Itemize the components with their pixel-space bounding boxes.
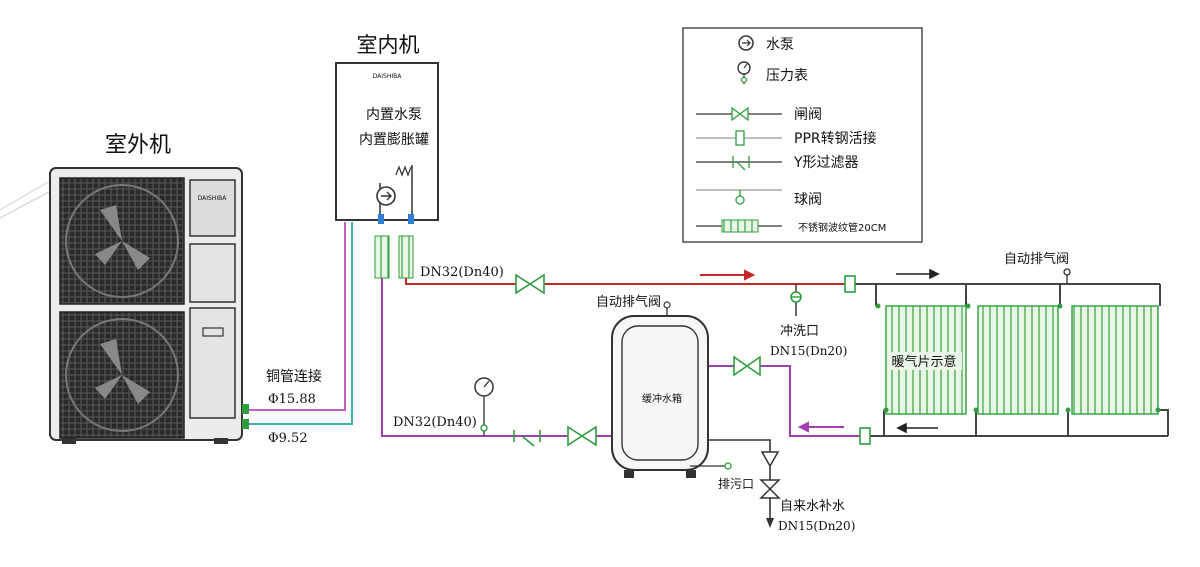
legend: 水泵 压力表 闸阀 PPR转钢活接 Y形过滤器 <box>682 27 923 243</box>
supply-pipe-label: DN32(Dn40) <box>420 265 504 280</box>
outdoor-handle <box>202 327 224 337</box>
tank-drain-valve <box>690 462 732 470</box>
makeup-check-valve <box>760 451 780 468</box>
flex-hoses <box>374 235 414 279</box>
radiator-3 <box>1071 305 1159 415</box>
legend-label-y-strainer: Y形过滤器 <box>793 155 859 171</box>
legend-label-gate-valve: 闸阀 <box>794 107 822 123</box>
makeup-water-label: 自来水补水 <box>780 499 845 514</box>
radiator-2 <box>977 305 1059 415</box>
ball-valve-icon <box>696 189 782 205</box>
copper-pipe-diameter-small: Φ9.52 <box>268 431 308 446</box>
flush-port-label: 冲洗口 <box>780 324 819 339</box>
outdoor-display-panel <box>189 179 236 237</box>
supply-gate-valve <box>515 273 545 295</box>
copper-pipe-label: 铜管连接 <box>266 368 322 385</box>
flush-port-size: DN15(Dn20) <box>770 344 847 358</box>
ppr-steel-adapter-icon <box>696 130 782 146</box>
return-pressure-gauge <box>474 377 494 436</box>
return-gate-valve <box>567 425 597 447</box>
buffer-tank-label: 缓冲水箱 <box>642 392 682 405</box>
return-pipe-label: DN32(Dn40) <box>393 415 477 430</box>
radiator-top-flow-arrow <box>896 268 940 280</box>
gate-valve-icon <box>696 106 782 122</box>
pump-icon <box>738 35 754 51</box>
pressure-gauge-icon <box>737 61 751 84</box>
legend-label-ppr-adapter: PPR转钢活接 <box>794 130 877 147</box>
flush-port <box>790 284 802 316</box>
copper-pipe-diameter-large: Φ15.88 <box>268 392 316 407</box>
outdoor-unit-title: 室外机 <box>105 133 171 158</box>
supply-ppr-adapter <box>844 275 856 293</box>
makeup-inlet-arrow <box>766 518 774 528</box>
indoor-unit-feature-pump: 内置水泵 <box>366 107 422 123</box>
tank-air-vent-label: 自动排气阀 <box>596 294 661 310</box>
legend-box <box>682 27 923 243</box>
return-flow-arrow <box>797 421 844 433</box>
tank-drain-label: 排污口 <box>718 477 754 491</box>
outdoor-unit: DAISHIBA <box>49 167 243 444</box>
indoor-unit-brand: DAISHIBA <box>373 73 403 80</box>
radiator-air-vent-label: 自动排气阀 <box>1004 251 1069 267</box>
buffer-tank <box>611 315 709 478</box>
return-y-strainer <box>513 430 541 447</box>
copper-pipes <box>242 222 353 425</box>
supply-pipe <box>405 278 1161 306</box>
outdoor-unit-brand: DAISHIBA <box>198 195 228 202</box>
return-ppr-adapter <box>859 427 871 445</box>
tank-outlet-gate-valve <box>733 355 761 377</box>
indoor-unit-title: 室内机 <box>357 33 420 57</box>
indoor-unit: DAISHIBA 内置水泵 内置膨胀罐 <box>335 62 439 224</box>
flex-hose-icon <box>696 219 782 233</box>
radiator-label: 暖气片示意 <box>891 354 956 370</box>
supply-flow-arrow <box>700 269 756 281</box>
copper-port-bottom <box>242 419 249 429</box>
radiator-valves <box>875 303 1161 413</box>
legend-label-flex-hose: 不锈钢波纹管20CM <box>798 221 886 234</box>
tank-air-vent <box>663 301 671 316</box>
legend-label-pressure-gauge: 压力表 <box>766 68 808 84</box>
makeup-water-size: DN15(Dn20) <box>778 519 855 533</box>
indoor-expansion-coil <box>395 165 412 177</box>
indoor-unit-feature-tank: 内置膨胀罐 <box>359 131 429 148</box>
copper-port-top <box>242 404 249 414</box>
legend-label-ball-valve: 球阀 <box>794 192 822 208</box>
y-strainer-icon <box>696 156 782 171</box>
radiator-air-vent <box>1063 268 1071 284</box>
radiator-bottom-flow-arrow <box>896 422 938 434</box>
makeup-gate-valve <box>759 479 781 499</box>
legend-label-pump: 水泵 <box>766 37 794 53</box>
